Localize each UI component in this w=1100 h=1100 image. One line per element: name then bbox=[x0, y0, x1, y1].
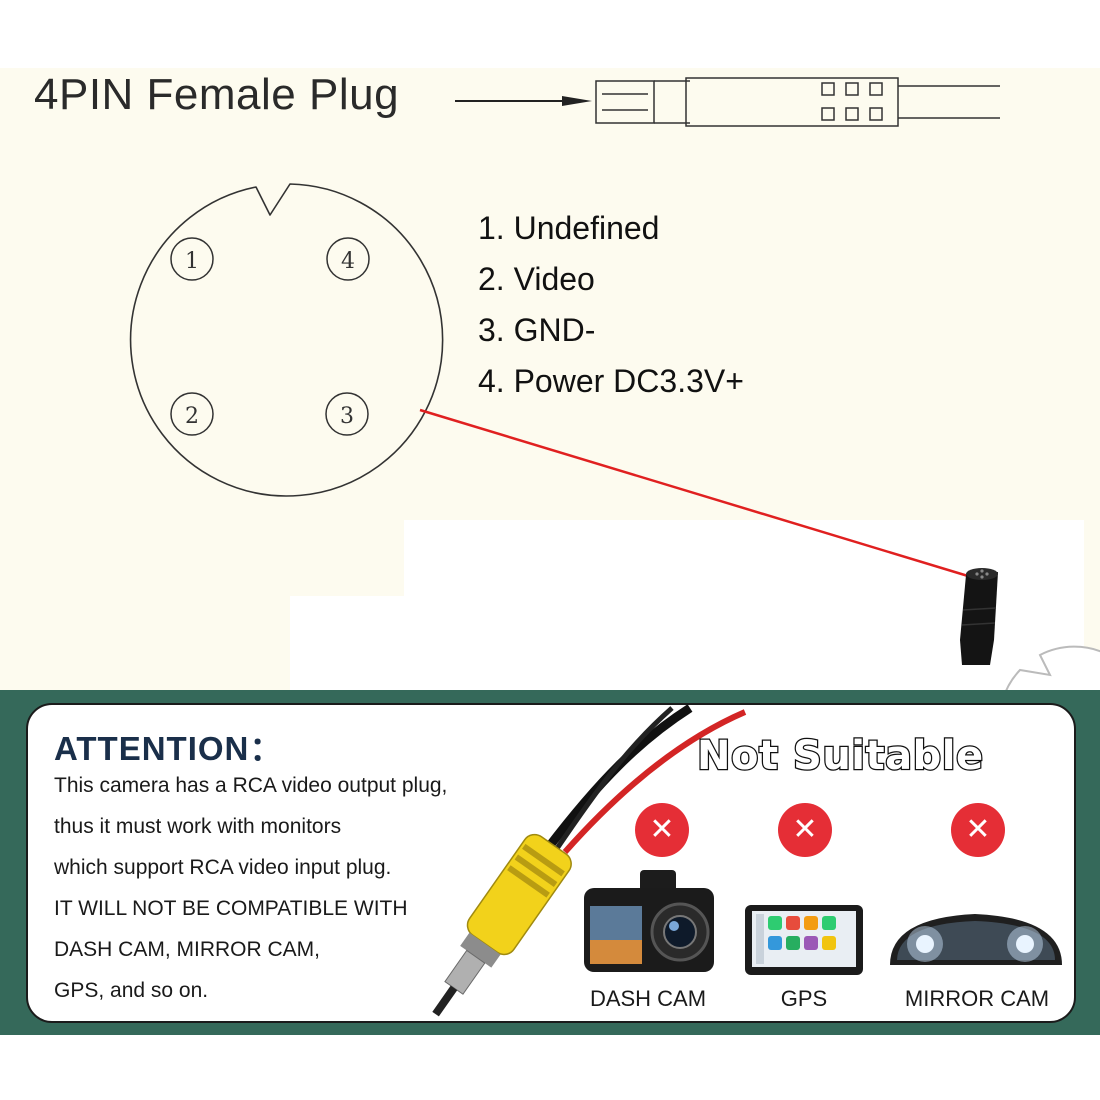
pin-3: 3 bbox=[325, 392, 369, 436]
connector-photo-bubble bbox=[960, 568, 1100, 700]
pin-assignment-1: 1. Undefined bbox=[478, 210, 660, 246]
pin-assignment-2: 2. Video bbox=[478, 261, 595, 297]
pin-assignment-3: 3. GND- bbox=[478, 312, 596, 348]
pin-1: 1 bbox=[170, 237, 214, 281]
pin-4-number: 4 bbox=[341, 249, 355, 274]
pin-2: 2 bbox=[170, 392, 214, 436]
dash-cam-label: DASH CAM bbox=[589, 986, 707, 1011]
gps-label: GPS bbox=[780, 986, 828, 1011]
x-mark-icon: ✕ bbox=[778, 803, 832, 857]
leader-line bbox=[419, 408, 969, 578]
x-mark-icon: ✕ bbox=[635, 803, 689, 857]
pin-2-number: 2 bbox=[185, 404, 199, 429]
attention-line-5: DASH CAM, MIRROR CAM, bbox=[54, 938, 321, 961]
pointer-arrow bbox=[455, 96, 592, 106]
pin-3-number: 3 bbox=[340, 404, 354, 429]
connector-drawing: 1 4 2 3 bbox=[129, 77, 1100, 700]
attention-line-6: GPS, and so on. bbox=[54, 979, 209, 1002]
attention-line-3: which support RCA video input plug. bbox=[54, 856, 392, 879]
attention-line-4: IT WILL NOT BE COMPATIBLE WITH bbox=[54, 897, 408, 920]
attention-line-2: thus it must work with monitors bbox=[54, 815, 342, 838]
pin-assignment-4: 4. Power DC3.3V+ bbox=[478, 363, 744, 399]
pin-face-outline bbox=[129, 183, 444, 497]
diagram-title: 4PIN Female Plug bbox=[34, 70, 400, 119]
x-mark-icon: ✕ bbox=[951, 803, 1005, 857]
pin-4: 4 bbox=[326, 237, 370, 281]
plug-side-view bbox=[595, 77, 1000, 127]
pin-assignment-list: 1. Undefined 2. Video 3. GND- 4. Power D… bbox=[478, 208, 744, 412]
mirror-cam-label: MIRROR CAM bbox=[904, 986, 1050, 1011]
connector-photo-icon bbox=[960, 568, 998, 665]
pin-1-number: 1 bbox=[185, 249, 199, 274]
photo-backdrop-lower bbox=[290, 596, 410, 690]
attention-heading: ATTENTION： bbox=[54, 730, 284, 767]
not-suitable-heading: Not Suitable bbox=[696, 732, 985, 781]
attention-line-1: This camera has a RCA video output plug, bbox=[54, 774, 448, 797]
